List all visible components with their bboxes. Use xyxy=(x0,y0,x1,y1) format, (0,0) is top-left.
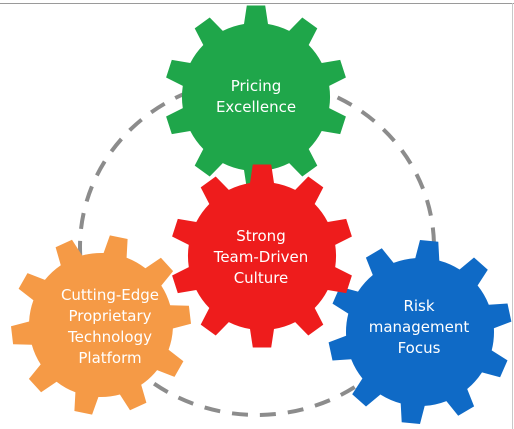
risk-management-gear xyxy=(328,240,512,424)
right-divider xyxy=(512,3,513,429)
team-culture-gear xyxy=(172,164,352,348)
pricing-excellence-gear xyxy=(166,5,346,189)
top-divider xyxy=(0,3,514,4)
technology-platform-gear xyxy=(11,235,191,415)
